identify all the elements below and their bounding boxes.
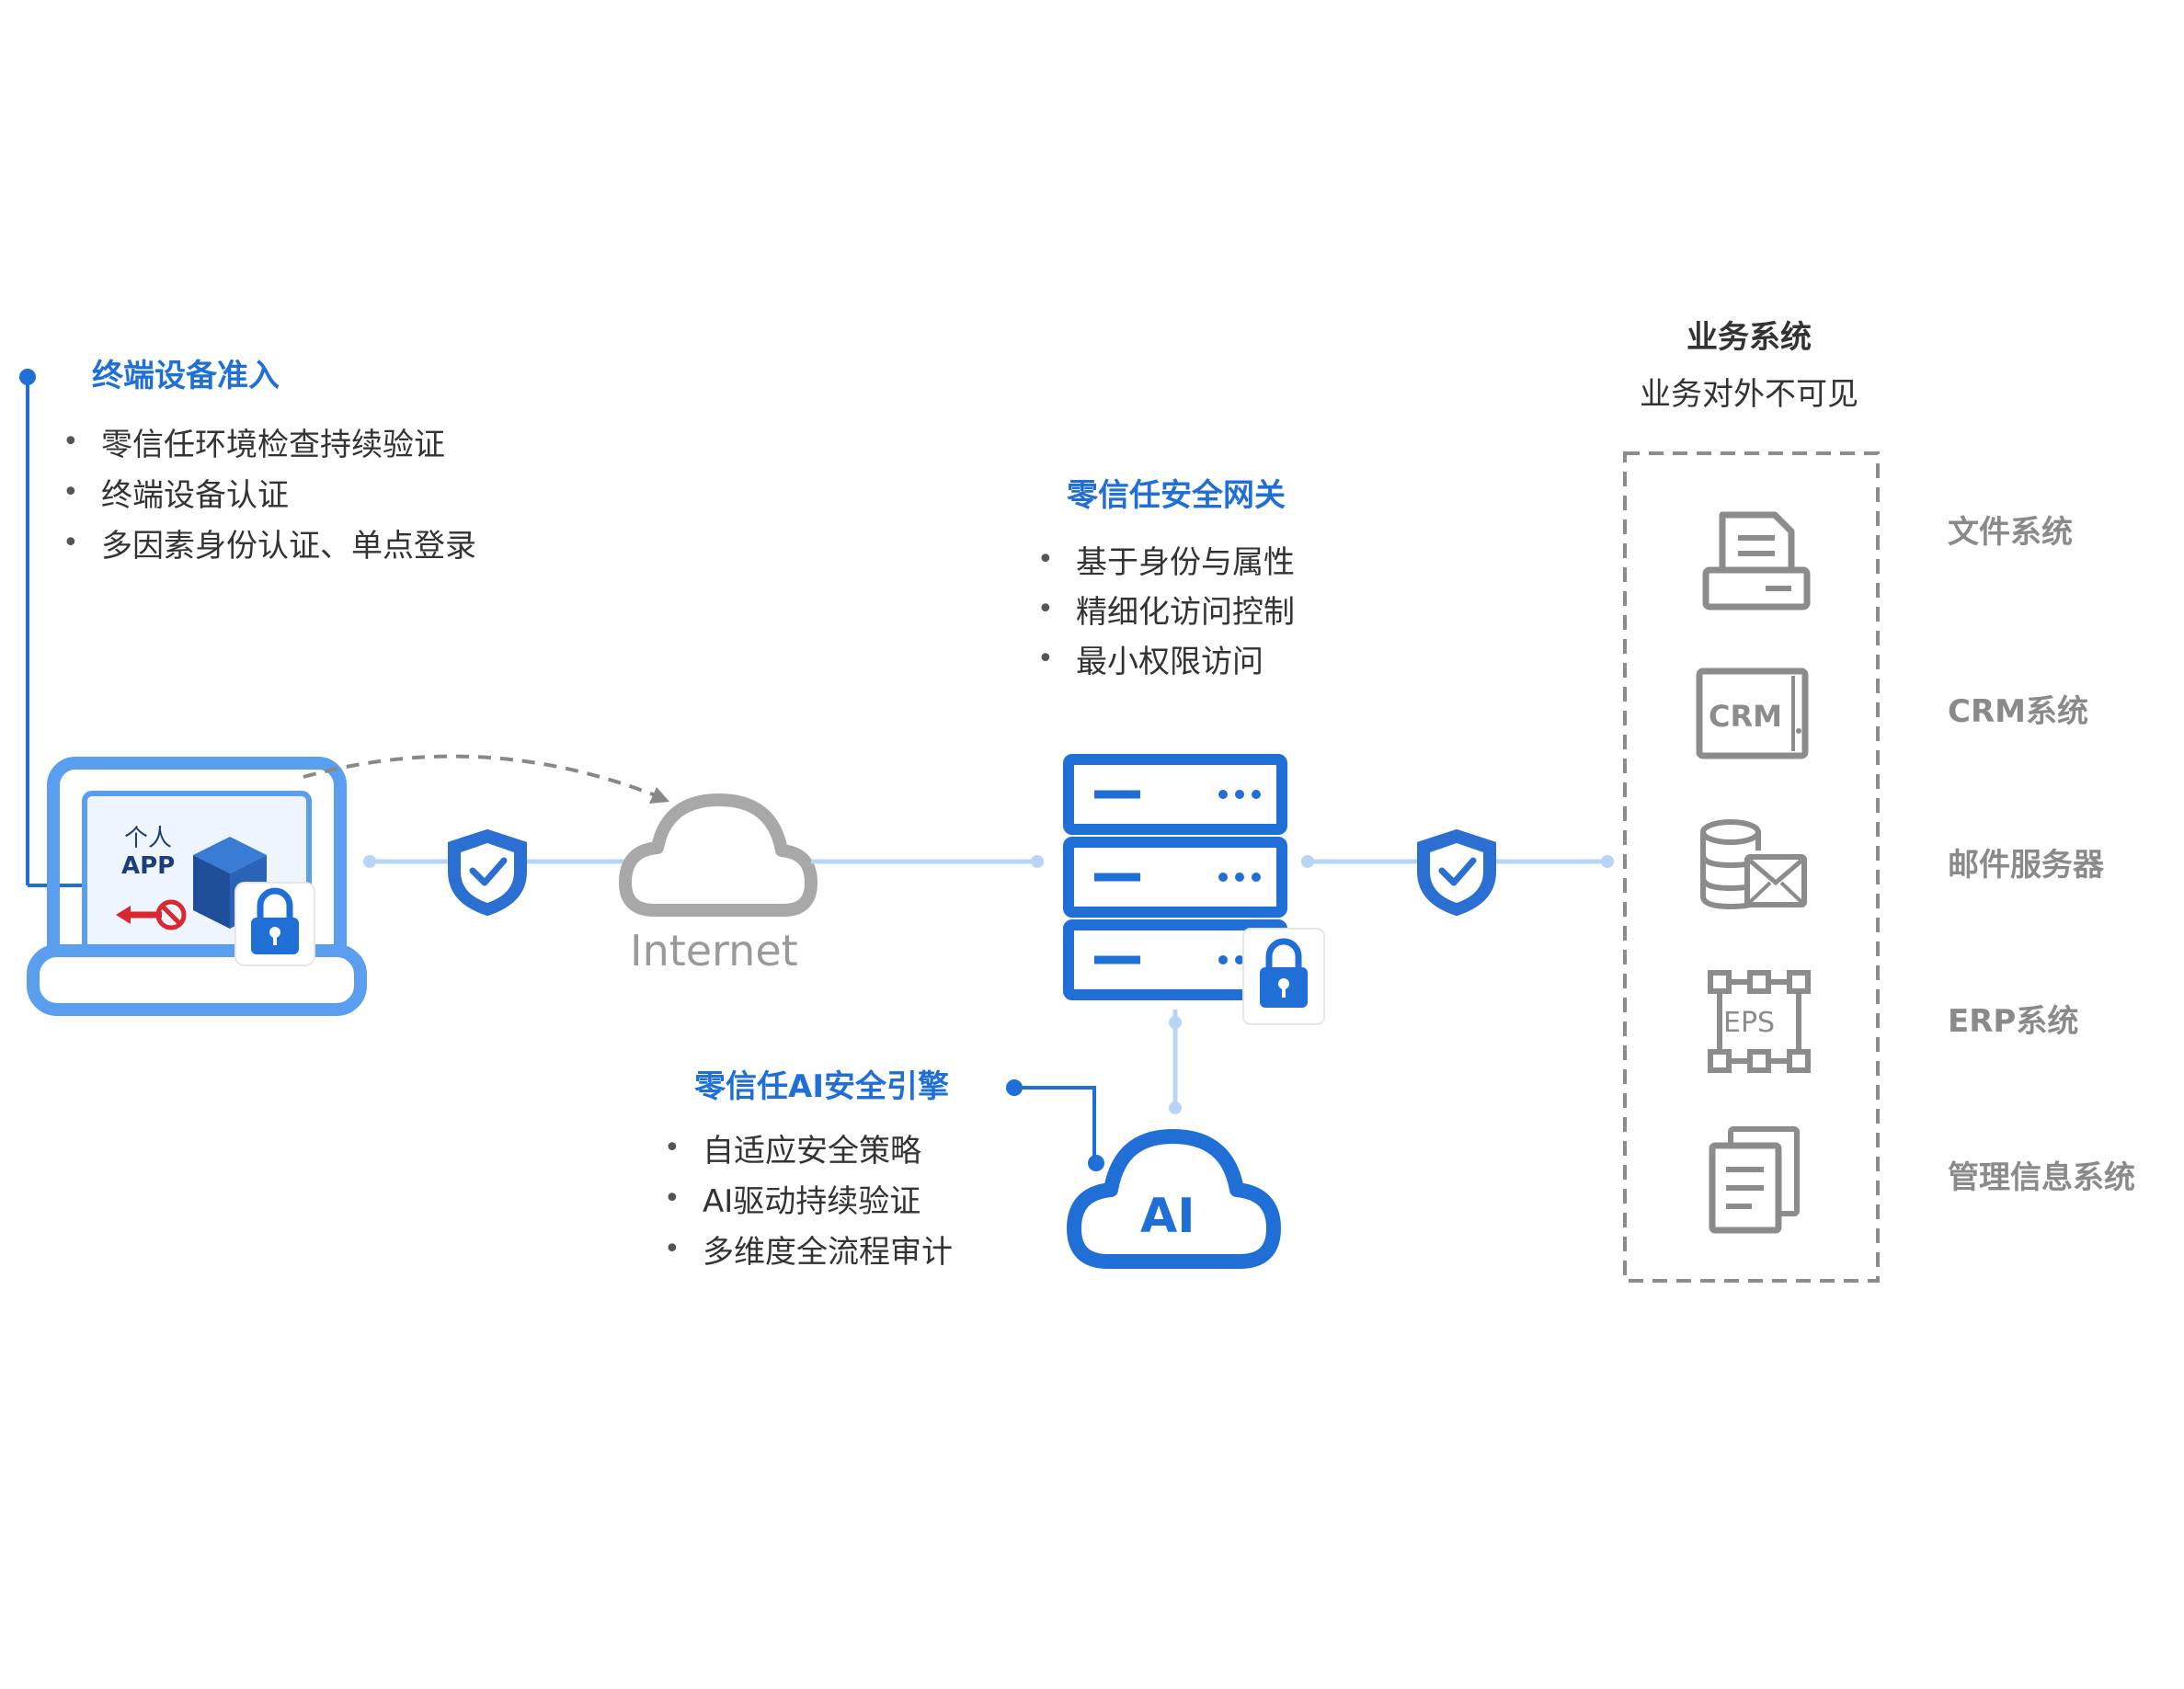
eps-icon: EPS [1708, 970, 1811, 1073]
app-line2: APP [121, 852, 175, 880]
ai-bullet-dot-1: • [664, 1132, 680, 1164]
endpoint-bullet-dot-2: • [63, 476, 79, 508]
gateway-title: 零信任安全网关 [1067, 477, 1286, 514]
connector-ai-top-dot [1169, 1101, 1182, 1114]
gateway-server-icon [1063, 754, 1287, 1000]
laptop-icon: 个人 APP [27, 757, 367, 1016]
business-dashed-box [1623, 451, 1880, 1283]
shield-check-icon-2 [1417, 828, 1496, 917]
printer-icon [1702, 511, 1811, 611]
gateway-section: 零信任安全网关 • 基于身份与属性 • 精细化访问控制 • 最小权限访问 [1037, 477, 1295, 680]
connector-gateway-left-dot [1031, 855, 1044, 868]
ai-connector-end-dot [1088, 1155, 1104, 1171]
documents-icon [1709, 1126, 1800, 1234]
ai-cloud-icon: AI [1067, 1129, 1281, 1269]
dashed-arc-arrowhead [649, 787, 669, 804]
ai-bullet-2: AI驱动持续验证 [703, 1183, 920, 1220]
endpoint-bullet-dot-3: • [63, 527, 79, 559]
internet-cloud-icon [619, 793, 818, 917]
ai-engine-title: 零信任AI安全引擎 [694, 1068, 949, 1105]
endpoint-bullet-3: 多因素身份认证、单点登录 [101, 528, 476, 565]
ai-bullet-dot-2: • [664, 1182, 680, 1215]
system-label-3: 邮件服务器 [1948, 847, 2105, 884]
ai-bullet-1: 自适应安全策略 [703, 1133, 921, 1170]
ai-cloud-label: AI [1140, 1189, 1195, 1244]
ai-bullet-3: 多维度全流程审计 [703, 1234, 953, 1271]
gateway-bullet-dot-1: • [1037, 543, 1054, 576]
endpoint-title: 终端设备准入 [92, 358, 280, 394]
gateway-bullet-1: 基于身份与属性 [1076, 544, 1295, 581]
internet-label: Internet [630, 926, 798, 976]
connector-laptop-dot [363, 855, 376, 868]
ai-engine-section: 零信任AI安全引擎 • 自适应安全策略 • AI驱动持续验证 • 多维度全流程审… [664, 1068, 1104, 1271]
endpoint-bullet-1: 零信任环境检查持续验证 [101, 427, 445, 463]
gateway-bullet-dot-2: • [1037, 593, 1054, 625]
system-label-4: ERP系统 [1948, 1003, 2078, 1040]
system-label-2: CRM系统 [1948, 693, 2088, 730]
crm-icon: CRM [1696, 668, 1809, 759]
connector-gateway-right-dot [1301, 855, 1314, 868]
ai-connector-line [1014, 1086, 1096, 1158]
endpoint-bullet-2: 终端设备认证 [101, 477, 289, 514]
endpoint-admission-section: 终端设备准入 • 零信任环境检查持续验证 • 终端设备认证 • 多因素身份认证、… [19, 358, 476, 893]
laptop-lock-icon [234, 882, 315, 966]
connector-business-dot [1601, 855, 1614, 868]
gateway-bullet-2: 精细化访问控制 [1076, 594, 1295, 631]
ai-bullet-dot-3: • [664, 1233, 680, 1265]
system-label-1: 文件系统 [1948, 514, 2073, 551]
gateway-bullet-3: 最小权限访问 [1076, 644, 1264, 680]
mail-server-icon [1700, 819, 1807, 910]
connector-gateway-bottom-dot [1169, 1016, 1182, 1029]
app-line1: 个人 [124, 825, 172, 852]
crm-icon-text: CRM [1709, 699, 1782, 734]
eps-icon-text: EPS [1723, 1007, 1775, 1039]
endpoint-bullet-dot-1: • [63, 426, 79, 458]
business-title: 业务系统 [1687, 319, 1812, 356]
gateway-bullet-dot-3: • [1037, 643, 1054, 675]
business-section: 业务系统 业务对外不可见 [1623, 319, 1880, 1283]
business-subtitle: 业务对外不可见 [1640, 376, 1858, 413]
shield-check-icon-1 [448, 828, 527, 917]
blocked-icon [116, 899, 187, 930]
system-label-5: 管理信息系统 [1948, 1159, 2135, 1196]
gateway-lock-icon [1242, 928, 1325, 1025]
dashed-arc-to-internet [303, 754, 668, 802]
